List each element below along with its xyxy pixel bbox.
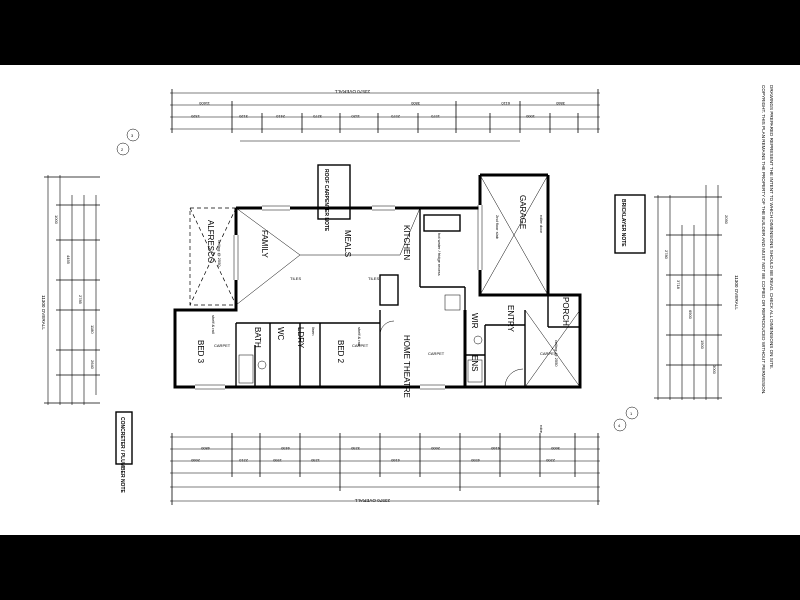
bottom-dim-h: 2210 <box>238 458 248 463</box>
room-laundry: LDRY <box>296 327 305 349</box>
right-dim-e: 3000 <box>712 365 717 375</box>
bottom-dim-f: 3600 <box>550 446 560 451</box>
top-dim-h: 3270 <box>312 114 322 119</box>
master-ceiling-note: ceiling @ 2550 <box>554 340 559 367</box>
annotations: hot water / fridge recess 2nd floor slab… <box>211 215 559 434</box>
concreter-note-title: CONCRETER / PLUMBER NOTE <box>119 417 125 494</box>
floor-plan-sheet: 23570 OVERALL 11600 3800 6110 3860 1320 … <box>0 65 800 535</box>
right-dim-b: 3718 <box>676 280 681 290</box>
finish-family: TILES <box>290 276 301 281</box>
bottom-dim-i: 1950 <box>272 458 282 463</box>
alfresco-ceiling-note: ceiling @ 2550 <box>217 240 222 267</box>
bottom-dim-a: 4800 <box>200 446 210 451</box>
finish-bed2: CARPET <box>352 343 369 348</box>
room-alfresco: ALFRESCO <box>206 220 215 263</box>
finish-theatre: CARPET <box>428 351 445 356</box>
top-dim-k: 1570 <box>430 114 440 119</box>
section-marker-b-label: 3 <box>131 133 134 138</box>
room-home-theatre: HOME THEATRE <box>402 335 411 398</box>
bottom-dim-e: 4160 <box>490 446 500 451</box>
section-marker-d-label: 1 <box>630 411 633 416</box>
overall-width-bottom: 23570 OVERALL <box>354 498 390 503</box>
bottom-dim-g: 2660 <box>190 458 200 463</box>
right-dim-d: 1500 <box>700 340 705 350</box>
bed2-robe-note: shelf & rail <box>357 327 362 346</box>
top-dim-i: 1120 <box>351 114 360 119</box>
section-marker-a-label: 2 <box>121 147 124 152</box>
top-dim-f: 3120 <box>238 114 248 119</box>
right-dim-a: 2780 <box>664 250 669 260</box>
top-dim-d: 3860 <box>555 101 565 106</box>
bottom-dimensions: 23570 OVERALL 4800 4450 3230 2600 4160 3… <box>170 433 600 505</box>
bricklayer-note-title: BRICKLAYER NOTE <box>620 199 626 247</box>
linen-note: linen <box>311 327 316 335</box>
top-dim-l: 1000 <box>525 114 535 119</box>
right-margin-notes: DRAWINGS PREPARED REPRESENT THE INTENT T… <box>761 85 774 394</box>
room-labels: FAMILY MEALS KITCHEN ALFRESCO GARAGE HOM… <box>196 195 570 398</box>
right-dim-c: 6900 <box>688 310 693 320</box>
disclaimer-note: DRAWINGS PREPARED REPRESENT THE INTENT T… <box>769 85 774 369</box>
top-dim-b: 3800 <box>410 101 420 106</box>
bottom-dim-m: 2200 <box>545 458 555 463</box>
room-ensuite: ENS <box>470 355 479 371</box>
section-marker-c-label: 4 <box>618 423 621 428</box>
bottom-dim-l: 4550 <box>470 458 480 463</box>
room-family: FAMILY <box>260 230 269 259</box>
bottom-dim-d: 2600 <box>430 446 440 451</box>
wet-area-fixtures <box>238 335 483 384</box>
finish-master: CARPET <box>540 351 557 356</box>
top-dimensions: 23570 OVERALL 11600 3800 6110 3860 1320 … <box>170 89 600 142</box>
left-dim-e: 2640 <box>90 360 95 370</box>
room-bed3: BED 3 <box>196 340 205 364</box>
top-dim-a: 11600 <box>198 101 210 106</box>
right-dimensions: 11300 OVERALL 2780 3718 6900 1500 3000 2… <box>654 185 739 400</box>
room-bed2: BED 2 <box>336 340 345 364</box>
room-garage: GARAGE <box>518 195 527 229</box>
floor-finishes: CARPET CARPET CARPET CARPET TILES TILES <box>214 276 557 356</box>
roller-door-note: roller door <box>539 215 544 234</box>
room-wc: WC <box>276 327 285 341</box>
finish-meals: TILES <box>368 276 379 281</box>
room-bath: BATH <box>253 327 262 348</box>
building-walls <box>173 173 582 389</box>
kitchen-detail: hot water / fridge recess <box>437 233 442 276</box>
top-dim-c: 6110 <box>501 101 510 106</box>
overall-depth-right: 11300 OVERALL <box>734 275 739 310</box>
room-meals: MEALS <box>343 230 352 257</box>
room-entry: ENTRY <box>506 305 515 333</box>
finish-bed3: CARPET <box>214 343 231 348</box>
floor-plan-drawing: 23570 OVERALL 11600 3800 6110 3860 1320 … <box>41 85 774 505</box>
overall-depth-left: 11300 OVERALL <box>41 295 46 330</box>
section-marker-bottom: 4 1 <box>613 406 639 432</box>
room-wir: WIR <box>470 313 479 329</box>
left-dim-a: 1000 <box>54 215 59 225</box>
left-dimensions: 11300 OVERALL 1000 4455 2785 1180 2640 <box>41 175 100 405</box>
roof-carpenter-note: ROOF CARPENTER NOTE <box>317 164 351 232</box>
bottom-dim-k: 4160 <box>390 458 400 463</box>
left-dim-c: 2785 <box>78 295 83 305</box>
room-kitchen: KITCHEN <box>402 225 411 260</box>
bottom-dim-j: 1230 <box>310 458 320 463</box>
right-dim-f: 2050 <box>724 215 729 225</box>
top-dim-e: 1320 <box>190 114 200 119</box>
bottom-dim-b: 4450 <box>280 446 290 451</box>
section-marker-top: 2 3 <box>116 128 140 156</box>
garage-slab-note: 2nd floor slab <box>495 215 500 240</box>
left-dim-b: 4455 <box>66 255 71 265</box>
bricklayer-note: BRICKLAYER NOTE <box>614 194 646 254</box>
concreter-note: CONCRETER / PLUMBER NOTE <box>115 411 133 494</box>
top-dim-j: 2570 <box>390 114 400 119</box>
overall-width-top: 23570 OVERALL <box>334 89 370 94</box>
room-porch: PORCH <box>561 297 570 326</box>
bottom-dim-c: 3230 <box>350 446 360 451</box>
kitchen-bench <box>379 214 461 311</box>
top-dim-g: 2410 <box>275 114 285 119</box>
copyright-note: COPYRIGHT. THIS PLAN REMAINS THE PROPERT… <box>761 85 766 394</box>
roof-carpenter-note-title: ROOF CARPENTER NOTE <box>323 169 329 232</box>
left-dim-d: 1180 <box>90 325 95 334</box>
windows-doors <box>195 205 524 390</box>
robe-note: robe <box>539 425 544 434</box>
bed3-robe-note: shelf & rail <box>211 315 216 334</box>
